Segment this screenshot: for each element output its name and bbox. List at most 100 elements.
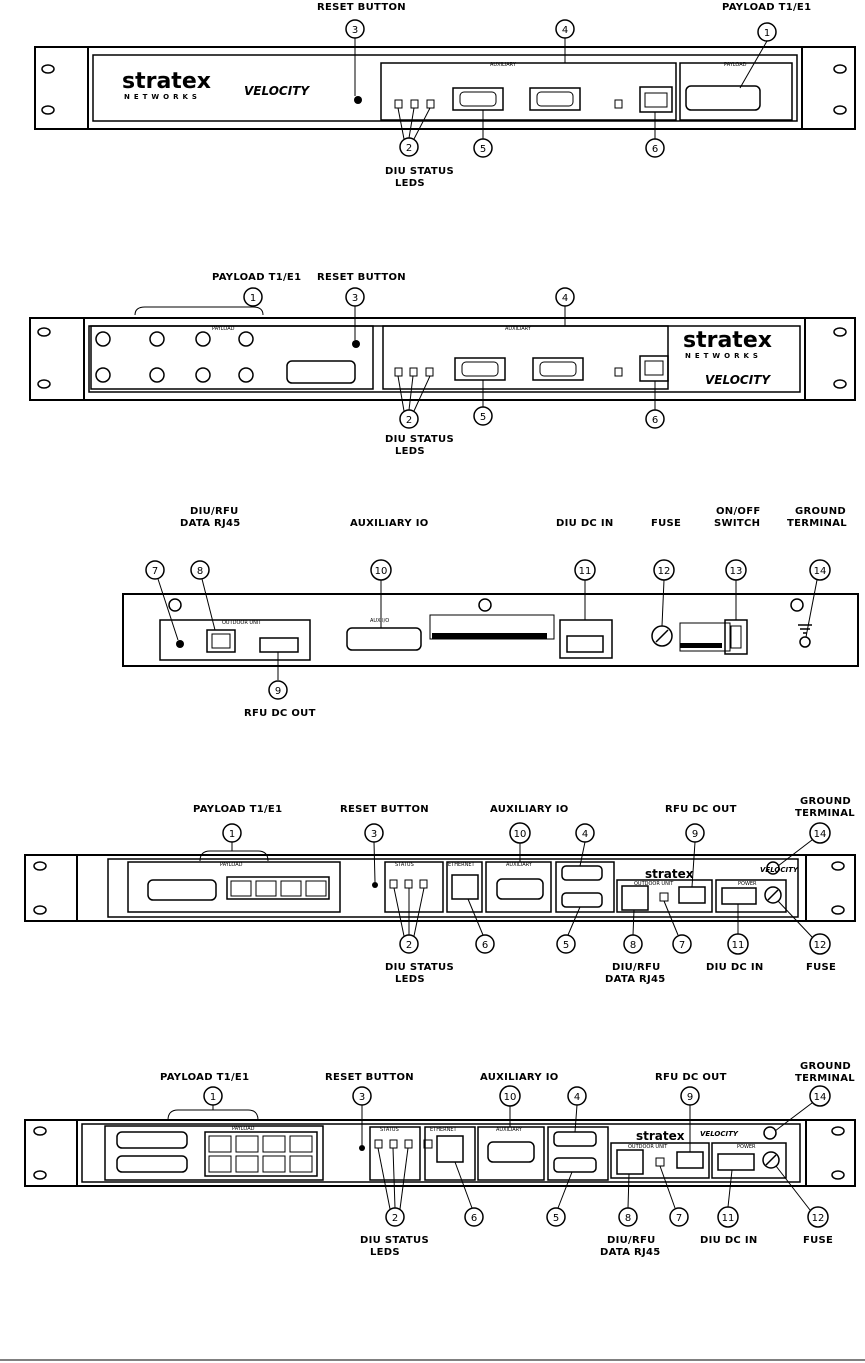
callout-3: 3 [352,1086,372,1145]
svg-text:8: 8 [625,1213,631,1224]
label-leds: LEDS [395,974,425,985]
svg-text:3: 3 [371,829,377,840]
aux-header: AUXILIARY [490,62,517,68]
aux-header: AUXILIARY [505,326,532,332]
label-diu-rfu: DIU/RFU [607,1235,656,1246]
label-data-rj45: DATA RJ45 [605,974,666,985]
svg-text:9: 9 [692,829,698,840]
label-fuse: FUSE [651,518,681,529]
svg-text:4: 4 [574,1092,580,1103]
svg-text:8: 8 [630,940,636,951]
ground-terminal [799,636,811,648]
callout-1: 1 [739,22,777,89]
on-off-switch [724,619,748,655]
mount-hole [37,327,51,337]
callout-10: 10 [499,1085,521,1127]
callout-11: 11 [717,1169,739,1228]
svg-text:11: 11 [722,1213,735,1224]
svg-text:4: 4 [562,293,568,304]
status-header: STATUS [395,862,414,868]
svg-text:3: 3 [352,293,358,304]
reset-button-hole [352,340,360,348]
callout-8: 8 [623,909,643,954]
outdoor-unit-header: OUTDOOR UNIT [222,620,262,626]
panel-front-2: PAYLOAD AUXILIARY stratex NETWORKS VELOC… [29,317,856,401]
callout-4: 4 [555,19,575,63]
aux-io-header: AUX I/O [370,618,389,624]
callout-3: 3 [345,19,365,96]
mount-hole [41,105,55,115]
svg-text:10: 10 [375,566,388,577]
label-leds: LEDS [395,178,425,189]
callout-7: 7 [145,560,179,641]
label-ground: GROUND [800,1061,851,1072]
svg-text:1: 1 [210,1092,216,1103]
panel-front-5: PAYLOAD STATUS ETHERNET AUXILIARY strate… [24,1119,856,1187]
label-fuse: FUSE [806,962,836,973]
callout-12: 12 [775,1165,829,1228]
svg-text:6: 6 [471,1213,477,1224]
label-diu-status: DIU STATUS [360,1235,429,1246]
callout-2: 2 [397,107,431,157]
svg-text:1: 1 [764,28,770,39]
product-logo: VELOCITY [760,866,799,874]
svg-text:12: 12 [658,566,671,577]
panel-rear: OUTDOOR UNIT AUX I/O [122,593,859,667]
svg-text:14: 14 [814,566,827,577]
power-header: POWER [737,1144,756,1150]
svg-text:7: 7 [152,566,158,577]
ethernet-header: ETHERNET [430,1127,458,1133]
svg-text:9: 9 [275,686,281,697]
label-auxiliary-io: AUXILIARY IO [350,518,429,529]
label-leds: LEDS [395,446,425,457]
svg-text:7: 7 [676,1213,682,1224]
brand-logo: stratex [122,69,211,94]
label-reset-button: RESET BUTTON [325,1072,414,1083]
callout-5: 5 [556,906,581,954]
callout-8: 8 [190,560,216,631]
callout-5: 5 [546,1171,573,1227]
label-diu-rfu: DIU/RFU [612,962,661,973]
mount-hole [833,379,847,389]
label-ground: GROUND [795,506,846,517]
svg-text:4: 4 [562,25,568,36]
callout-8: 8 [618,1173,638,1227]
label-leds: LEDS [370,1247,400,1258]
label-diu-rfu: DIU/RFU [190,506,239,517]
svg-text:6: 6 [482,940,488,951]
callout-14: 14 [777,822,831,867]
label-diu-dc-in: DIU DC IN [706,962,764,973]
label-on-off: ON/OFF [716,506,761,517]
svg-text:6: 6 [652,415,658,426]
reset-button-hole [354,96,362,104]
callout-2: 2 [377,1147,409,1227]
label-terminal: TERMINAL [795,1073,855,1084]
svg-text:2: 2 [406,940,412,951]
brand-logo: stratex [645,867,694,881]
outdoor-unit-header: OUTDOOR UNIT [634,881,674,887]
label-diu-status: DIU STATUS [385,166,454,177]
payload-header: PAYLOAD [724,62,747,68]
brand-logo: stratex [683,328,772,353]
label-payload-t1e1: PAYLOAD T1/E1 [722,2,811,13]
callout-14: 14 [805,559,831,638]
brand-logo: stratex [636,1129,685,1143]
label-switch: SWITCH [714,518,760,529]
product-logo: VELOCITY [700,1130,739,1138]
label-payload-t1e1: PAYLOAD T1/E1 [212,272,301,283]
label-payload-t1e1: PAYLOAD T1/E1 [193,804,282,815]
label-rfu-dc-out: RFU DC OUT [244,708,316,719]
svg-text:8: 8 [197,566,203,577]
svg-text:3: 3 [359,1092,365,1103]
label-terminal: TERMINAL [787,518,847,529]
panel-front-4: PAYLOAD STATUS ETHERNET AUXILIARY strate… [24,854,856,922]
mount-hole [833,64,847,74]
label-reset-button: RESET BUTTON [317,2,406,13]
svg-text:5: 5 [563,940,569,951]
mount-hole [37,379,51,389]
svg-text:11: 11 [579,566,592,577]
label-reset-button: RESET BUTTON [340,804,429,815]
callout-6: 6 [467,898,495,954]
label-auxiliary-io: AUXILIARY IO [490,804,569,815]
label-rfu-dc-out: RFU DC OUT [655,1072,727,1083]
